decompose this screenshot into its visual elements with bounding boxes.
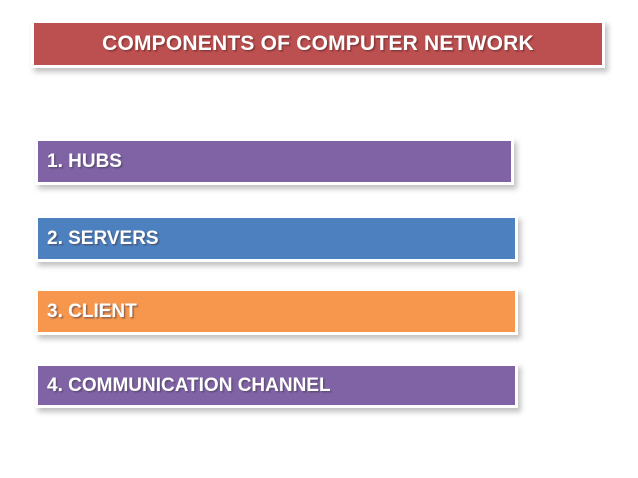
component-item-servers[interactable]: 2. SERVERS <box>35 215 518 262</box>
component-item-label: 4. COMMUNICATION CHANNEL <box>47 374 331 396</box>
page-title: COMPONENTS OF COMPUTER NETWORK <box>102 32 534 55</box>
component-item-label: 1. HUBS <box>47 150 122 172</box>
component-item-label: 3. CLIENT <box>47 300 137 322</box>
component-item-hubs[interactable]: 1. HUBS <box>35 138 514 185</box>
component-item-client[interactable]: 3. CLIENT <box>35 288 518 335</box>
component-item-label: 2. SERVERS <box>47 227 159 249</box>
slide-title-banner: COMPONENTS OF COMPUTER NETWORK <box>31 20 605 68</box>
component-item-communication-channel[interactable]: 4. COMMUNICATION CHANNEL <box>35 363 518 408</box>
